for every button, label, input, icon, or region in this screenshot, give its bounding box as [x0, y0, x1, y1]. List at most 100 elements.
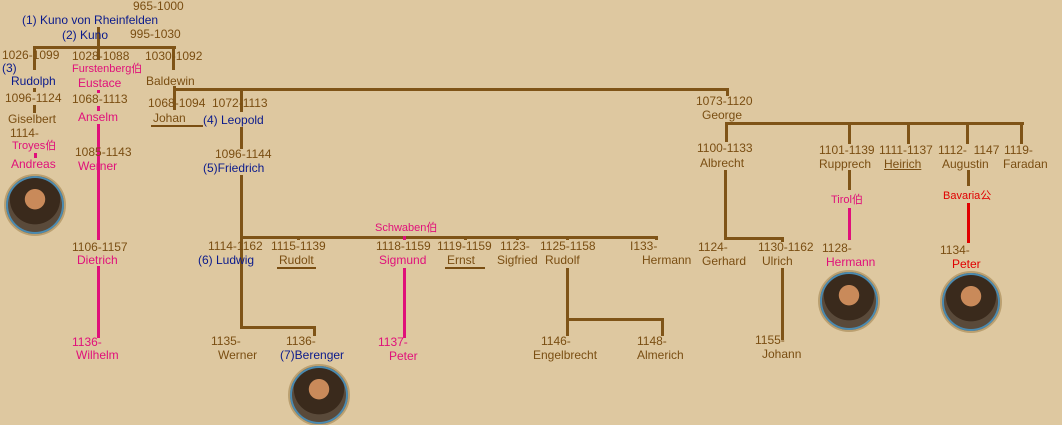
dates: 1135-	[211, 334, 241, 348]
tree-line	[173, 86, 176, 110]
tree-line	[97, 27, 100, 60]
dates: 1114-	[10, 126, 39, 140]
person-name: Ernst	[445, 254, 485, 269]
tree-line	[464, 236, 467, 240]
tree-line	[403, 268, 406, 338]
portrait-berenger	[288, 364, 350, 425]
dates: 1114-1162	[208, 239, 263, 253]
dates: 1155-	[755, 333, 785, 347]
tree-line	[725, 122, 1024, 125]
dates: 1146-	[541, 334, 571, 348]
dates: 1119-	[1004, 143, 1033, 157]
dates: 1136-	[286, 334, 316, 348]
dates: 1115-1139	[271, 239, 326, 253]
dates: 1026-1099	[2, 48, 60, 62]
person-name: Peter	[952, 257, 981, 271]
tree-line	[34, 153, 37, 158]
person-name: Werner	[78, 159, 118, 173]
dates: 1137-	[378, 335, 408, 349]
dates: 1112- 1147	[938, 143, 1000, 157]
tree-line	[967, 203, 970, 243]
person-name: Johann	[762, 347, 802, 361]
person-name: Rudolt	[277, 253, 316, 269]
person-name: (2) Kuno	[62, 28, 109, 42]
tree-line	[240, 88, 243, 112]
tree-line	[566, 236, 569, 240]
tree-line	[240, 326, 316, 329]
tree-line	[781, 268, 784, 340]
dates: 1068-1113	[72, 92, 128, 106]
tree-line	[33, 105, 36, 113]
ruler-number: (3)	[2, 61, 17, 75]
dates: I133-	[630, 239, 658, 253]
dates: 1136-	[72, 335, 102, 349]
person-name: Almerich	[637, 348, 684, 362]
tree-line	[848, 122, 851, 144]
person-name: Engelbrecht	[533, 348, 598, 362]
dates: 1119-1159	[437, 239, 492, 253]
dates: 1128-	[822, 241, 852, 255]
dates: 1101-1139	[819, 143, 875, 157]
tree-line	[967, 170, 970, 186]
person-name: Giselbert	[8, 112, 57, 126]
dates: 1134-	[940, 243, 970, 257]
person-name: (4) Leopold	[203, 113, 264, 127]
title: Troyes伯	[12, 140, 57, 152]
person-name: Sigmund	[379, 253, 427, 267]
dates: 1148-	[637, 334, 667, 348]
tree-line	[313, 326, 316, 336]
dates: 1028-1088	[72, 49, 130, 63]
dates: 1096-1124	[5, 91, 62, 105]
tree-line	[516, 236, 519, 240]
tree-line	[726, 88, 729, 96]
tree-line	[172, 46, 175, 70]
person-name: (6) Ludwig	[198, 253, 255, 267]
tree-line	[566, 268, 569, 336]
person-name: Rudolf	[545, 253, 580, 267]
person-name: (5)Friedrich	[203, 161, 265, 175]
person-name: Hermann	[826, 255, 876, 269]
tree-line	[297, 236, 300, 240]
tree-line	[33, 88, 36, 92]
person-name: Hermann	[642, 253, 692, 267]
dates: 995-1030	[130, 27, 181, 41]
tree-line	[566, 318, 664, 321]
tree-line	[403, 236, 406, 240]
person-name: Eustace	[78, 76, 122, 90]
person-name: Dietrich	[77, 253, 118, 267]
tree-line	[240, 127, 243, 149]
tree-line	[724, 237, 784, 240]
person-name: Albrecht	[700, 156, 745, 170]
person-name: Sigfried	[497, 253, 538, 267]
dates: 1123-	[500, 239, 530, 253]
person-name: Ulrich	[762, 254, 793, 268]
tree-line	[1020, 122, 1023, 144]
dates: 1030-1092	[145, 49, 203, 63]
person-name: Augustin	[942, 157, 989, 171]
person-name: Rupprech	[819, 157, 872, 171]
title: Bavaria公	[943, 190, 992, 202]
title: Tirol伯	[831, 194, 863, 206]
title: Schwaben伯	[375, 222, 438, 234]
tree-line	[240, 236, 658, 239]
tree-line	[173, 88, 728, 91]
tree-line	[724, 170, 727, 240]
tree-line	[966, 122, 969, 144]
person-name: Heirich	[884, 157, 922, 171]
portrait-hermann	[818, 270, 880, 332]
dates: 1085-1143	[75, 145, 132, 159]
dates: 1118-1159	[376, 239, 431, 253]
dates: 1072-1113	[212, 96, 268, 110]
dates: 965-1000	[133, 0, 184, 13]
dates: 1111-1137	[879, 143, 933, 157]
tree-line	[97, 266, 100, 338]
person-name: Andreas	[11, 157, 56, 171]
person-name: George	[702, 108, 743, 122]
dates: 1124-	[698, 240, 728, 254]
portrait-peter	[940, 271, 1002, 333]
dates: 1130-1162	[758, 240, 814, 254]
tree-line	[655, 236, 658, 240]
dates: 1068-1094	[148, 96, 206, 110]
person-name: (1) Kuno von Rheinfelden	[22, 13, 159, 27]
